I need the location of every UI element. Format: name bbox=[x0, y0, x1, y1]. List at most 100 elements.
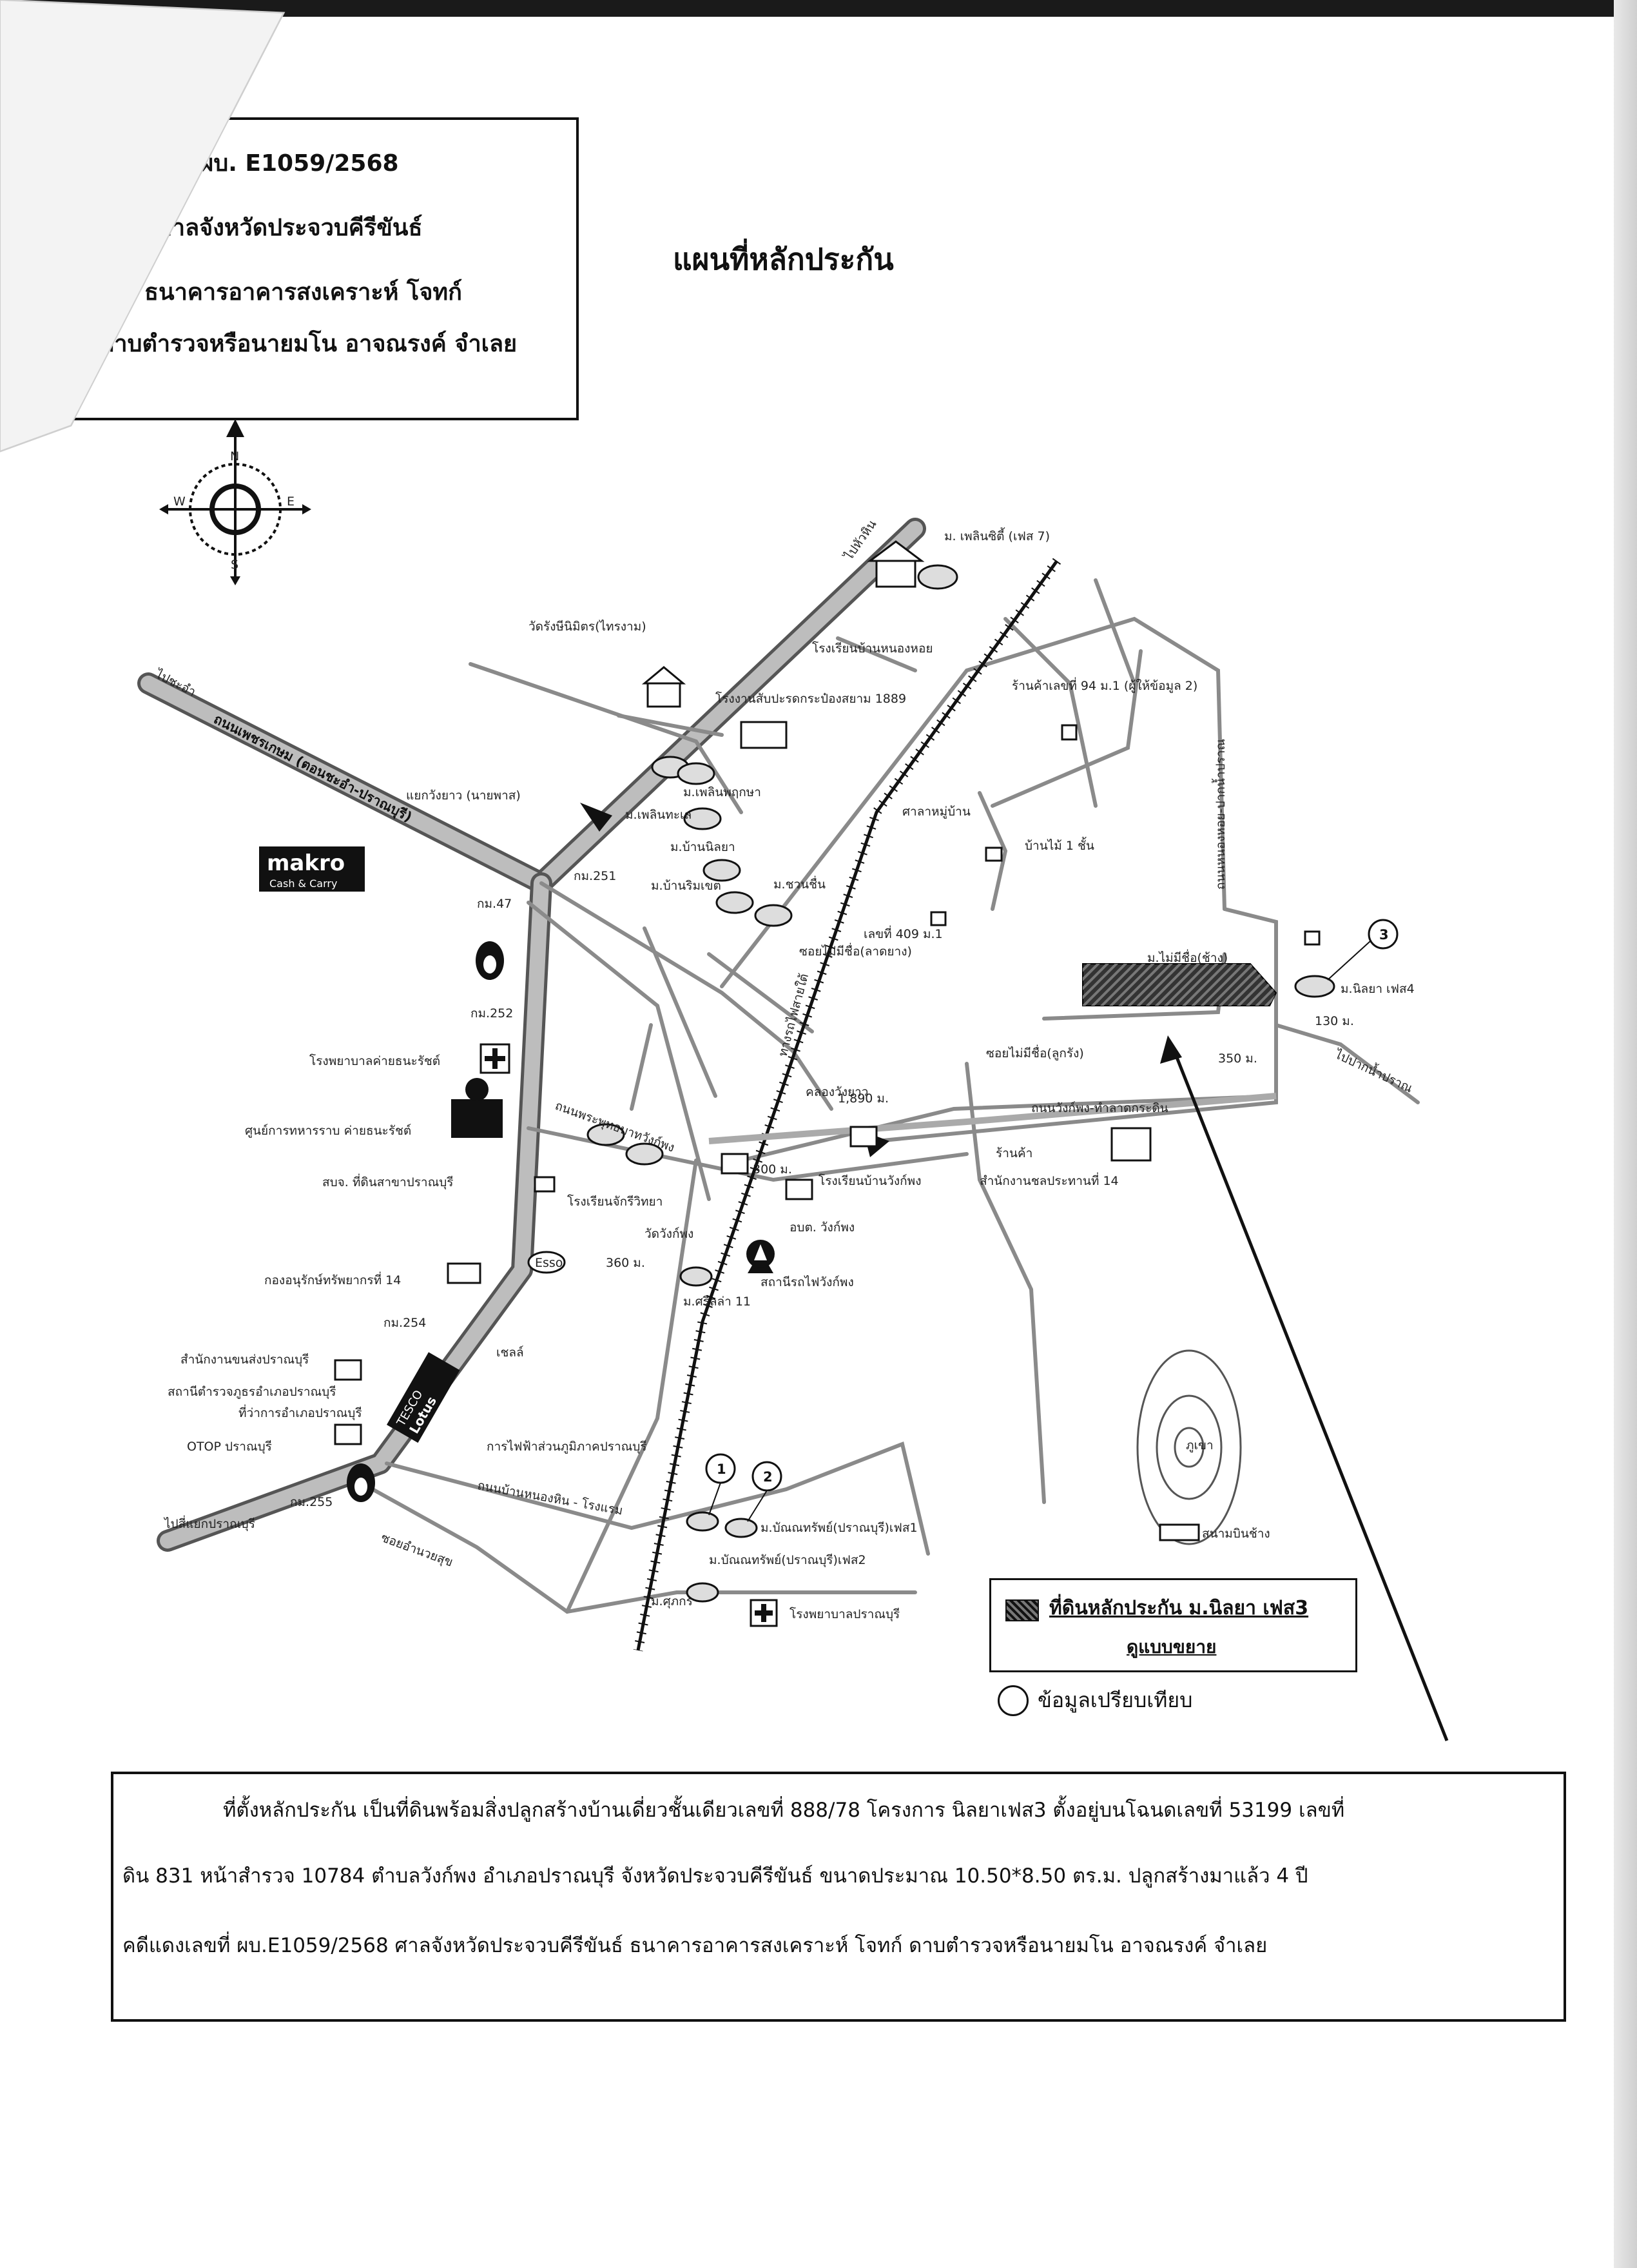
label-school-wang-phong: โรงเรียนบ้านวังก์พง bbox=[818, 1173, 921, 1188]
label-dist-130: 130 ม. bbox=[1315, 1014, 1354, 1028]
label-dist-300: 300 ม. bbox=[753, 1162, 792, 1177]
label-sala: ศาลาหมู่บ้าน bbox=[902, 805, 971, 819]
label-dist-350: 350 ม. bbox=[1218, 1051, 1257, 1066]
collateral-swatch bbox=[1005, 1599, 1039, 1621]
label-sorbor: สบจ. ที่ดินสาขาปราณบุรี bbox=[322, 1173, 453, 1190]
compass-n: N bbox=[230, 449, 239, 464]
compass-icon: N S E W bbox=[159, 419, 311, 585]
comparison-3: 3 bbox=[1379, 927, 1389, 943]
compass-w: W bbox=[173, 494, 186, 509]
makro-logo: makro Cash & Carry bbox=[259, 846, 365, 892]
wang-phong-road bbox=[708, 1093, 1277, 1144]
label-dist-360: 360 ม. bbox=[606, 1256, 645, 1270]
label-ploen-phruksa: ม.เพลินพฤกษา bbox=[683, 785, 761, 799]
comparison-legend-circle bbox=[998, 1685, 1029, 1716]
case-number: ที่ ผบ. E1059/2568 bbox=[177, 150, 399, 177]
building-icons bbox=[334, 540, 1321, 1541]
label-otop: OTOP ปราณบุรี bbox=[187, 1440, 272, 1454]
defendant: ดาบตำรวจหรือนายมโน อาจณรงค์ จำเลย bbox=[99, 331, 518, 357]
label-bannasap-2: ม.บัณณทรัพย์(ปราณบุรี)เฟส2 bbox=[709, 1553, 866, 1568]
label-sri-lanka: ม.ศรีลล่า 11 bbox=[683, 1295, 751, 1309]
legend-comparison-label: ข้อมูลเปรียบเทียบ bbox=[1038, 1688, 1193, 1712]
label-ploen-thale: ม.เพลินทะเล bbox=[625, 808, 692, 822]
svg-text:Esso: Esso bbox=[535, 1256, 563, 1270]
label-wang-yao-junction: แยกวังยาว (นายพาส) bbox=[406, 788, 521, 803]
collateral-description-box: ที่ตั้งหลักประกัน เป็นที่ดินพร้อมสิ่งปลู… bbox=[111, 1772, 1566, 2022]
description-line-2: ดิน 831 หน้าสำรวจ 10784 ตำบลวังก์พง อำเภ… bbox=[122, 1864, 1308, 1888]
label-phet-kasem: ถนนเพชรเกษม (ตอนชะอำ-ปราณบุรี) bbox=[211, 711, 414, 826]
fold-overlay-on-box bbox=[0, 0, 285, 453]
label-resource-14: กองอนุรักษ์ทรัพยากรที่ 14 bbox=[264, 1271, 401, 1288]
label-shell: เชลล์ bbox=[496, 1345, 524, 1360]
railway-line bbox=[633, 558, 1061, 1652]
scan-right-edge bbox=[1614, 0, 1637, 2268]
label-mai-mi-chue-chang: ม.ไม่มีชื่อ(ช้าง) bbox=[1147, 949, 1228, 965]
label-ploenciti: ม. เพลินซิตี้ (เฟส 7) bbox=[944, 527, 1050, 543]
label-stadium: สนามบินช้าง bbox=[1202, 1527, 1270, 1541]
plaintiff: ธนาคารอาคารสงเคราะห์ โจทก์ bbox=[144, 279, 462, 306]
label-army-hospital: โรงพยาบาลค่ายธนะรัชต์ bbox=[309, 1053, 440, 1068]
label-shop-94: ร้านค้าเลขที่ 94 ม.1 (ผู้ให้ข้อมูล 2) bbox=[1012, 677, 1197, 693]
comparison-markers: 1 2 3 bbox=[705, 919, 1399, 1522]
svg-text:Cash & Carry: Cash & Carry bbox=[269, 877, 337, 890]
label-soi-1: ซอยไม่มีชื่อ(ลาดยาง) bbox=[799, 943, 912, 959]
legend-see-expanded: ดูแบบขยาย bbox=[1127, 1636, 1217, 1657]
label-chuanchuen: ม.ชวนชื่น bbox=[773, 875, 826, 892]
label-wat: วัดรังษีนิมิตร(ไทรงาม) bbox=[528, 620, 646, 634]
label-obt: อบต. วังก์พง bbox=[789, 1220, 855, 1235]
label-km47: กม.47 bbox=[477, 897, 512, 911]
tesco-lotus-logo: TESCO Lotus bbox=[387, 1352, 460, 1443]
label-electric: การไฟฟ้าส่วนภูมิภาคปราณบุรี bbox=[487, 1440, 647, 1454]
label-nong-hoi-road: ถนนหนองหอย-ปากน้ำปราณ bbox=[1212, 739, 1228, 890]
court-name: ศาลจังหวัดประจวบคีรีขันธ์ bbox=[157, 215, 423, 241]
label-km251: กม.251 bbox=[574, 869, 616, 883]
label-station: สถานีรถไฟวังก์พง bbox=[760, 1275, 854, 1289]
hospital-icon bbox=[479, 1043, 778, 1627]
label-to-pak-nam-pran: ไปปากน้ำปราณ bbox=[1332, 1045, 1415, 1095]
label-pran-hospital: โรงพยาบาลปราณบุรี bbox=[789, 1607, 900, 1622]
label-house-1: บ้านไม้ 1 ชั้น bbox=[1025, 837, 1094, 853]
label-km254: กม.254 bbox=[383, 1316, 426, 1330]
label-wang-phong-road: ถนนวังก์พง-ทำลาดกระดิน bbox=[1031, 1101, 1168, 1115]
label-water-plant: โรงงานสับปะรดกระป๋องสยาม 1889 bbox=[715, 691, 906, 706]
compass-s: S bbox=[231, 558, 238, 572]
map-title: แผนที่หลักประกัน bbox=[673, 242, 894, 277]
label-soi-2: ซอยไม่มีชื่อ(ลูกรัง) bbox=[986, 1044, 1084, 1061]
gas-station-icon: Esso bbox=[347, 941, 566, 1502]
label-ban-rimkhet: ม.บ้านริมเขต bbox=[651, 879, 721, 893]
label-ban-niraya: ม.บ้านนิลยา bbox=[670, 840, 735, 854]
label-irrigation: สำนักงานชลประทานที่ 14 bbox=[980, 1172, 1119, 1188]
description-line-1: ที่ตั้งหลักประกัน เป็นที่ดินพร้อมสิ่งปลู… bbox=[223, 1799, 1345, 1822]
label-shop: ร้านค้า bbox=[996, 1146, 1032, 1160]
label-school-chakri: โรงเรียนจักรีวิทยา bbox=[567, 1194, 663, 1209]
label-supakorn: ม.ศุภกร bbox=[651, 1594, 693, 1609]
label-transport: สำนักงานขนส่งปราณบุรี bbox=[180, 1353, 309, 1367]
label-wat-wang-phong: วัดวังก์พง bbox=[644, 1227, 693, 1241]
label-dist-1890: 1,890 ม. bbox=[838, 1091, 889, 1106]
train-station-icon bbox=[746, 1240, 775, 1273]
label-to-pran-junction: ไปสี่แยกปราณบุรี bbox=[163, 1515, 255, 1532]
map-legend: ที่ดินหลักประกัน ม.นิลยา เฟส3 ดูแบบขยาย bbox=[989, 1578, 1357, 1672]
statue-icon bbox=[451, 1078, 503, 1138]
pointer-arrow bbox=[1170, 1044, 1449, 1741]
label-police: สถานีตำรวจภูธรอำเภอปราณบุรี bbox=[168, 1385, 336, 1400]
label-nong-hin-road: ถนนบ้านหนองหิน - โรงแรม bbox=[476, 1478, 624, 1518]
svg-text:makro: makro bbox=[267, 850, 345, 876]
description-line-3: คดีแดงเลขที่ ผบ.E1059/2568 ศาลจังหวัดประ… bbox=[122, 1934, 1268, 1957]
arrow-head-icon bbox=[1160, 1035, 1182, 1064]
label-house-409: เลขที่ 409 ม.1 bbox=[864, 925, 943, 941]
label-district-office: ที่ว่าการอำเภอปราณบุรี bbox=[238, 1404, 362, 1421]
label-khlong: คลองวังยาว bbox=[806, 1085, 868, 1099]
label-nong-hoi-school: โรงเรียนบ้านหนองหอย bbox=[812, 641, 933, 656]
legend-collateral-label: ที่ดินหลักประกัน ม.นิลยา เฟส3 bbox=[1049, 1597, 1309, 1619]
label-army-center: ศูนย์การทหารราบ ค่ายธนะรัชต์ bbox=[245, 1124, 411, 1138]
label-khao: ภูเขา bbox=[1186, 1438, 1214, 1452]
compass-e: E bbox=[287, 494, 295, 509]
comparison-2: 2 bbox=[763, 1469, 773, 1485]
housing-estate-icons bbox=[586, 564, 1335, 1603]
label-soi-ban-yang: ซอยอำนวยสุข bbox=[379, 1530, 455, 1570]
mountain-icon bbox=[1136, 1349, 1242, 1545]
label-niraya-phase4: ม.นิลยา เฟส4 bbox=[1341, 982, 1415, 996]
label-km252: กม.252 bbox=[470, 1006, 513, 1021]
